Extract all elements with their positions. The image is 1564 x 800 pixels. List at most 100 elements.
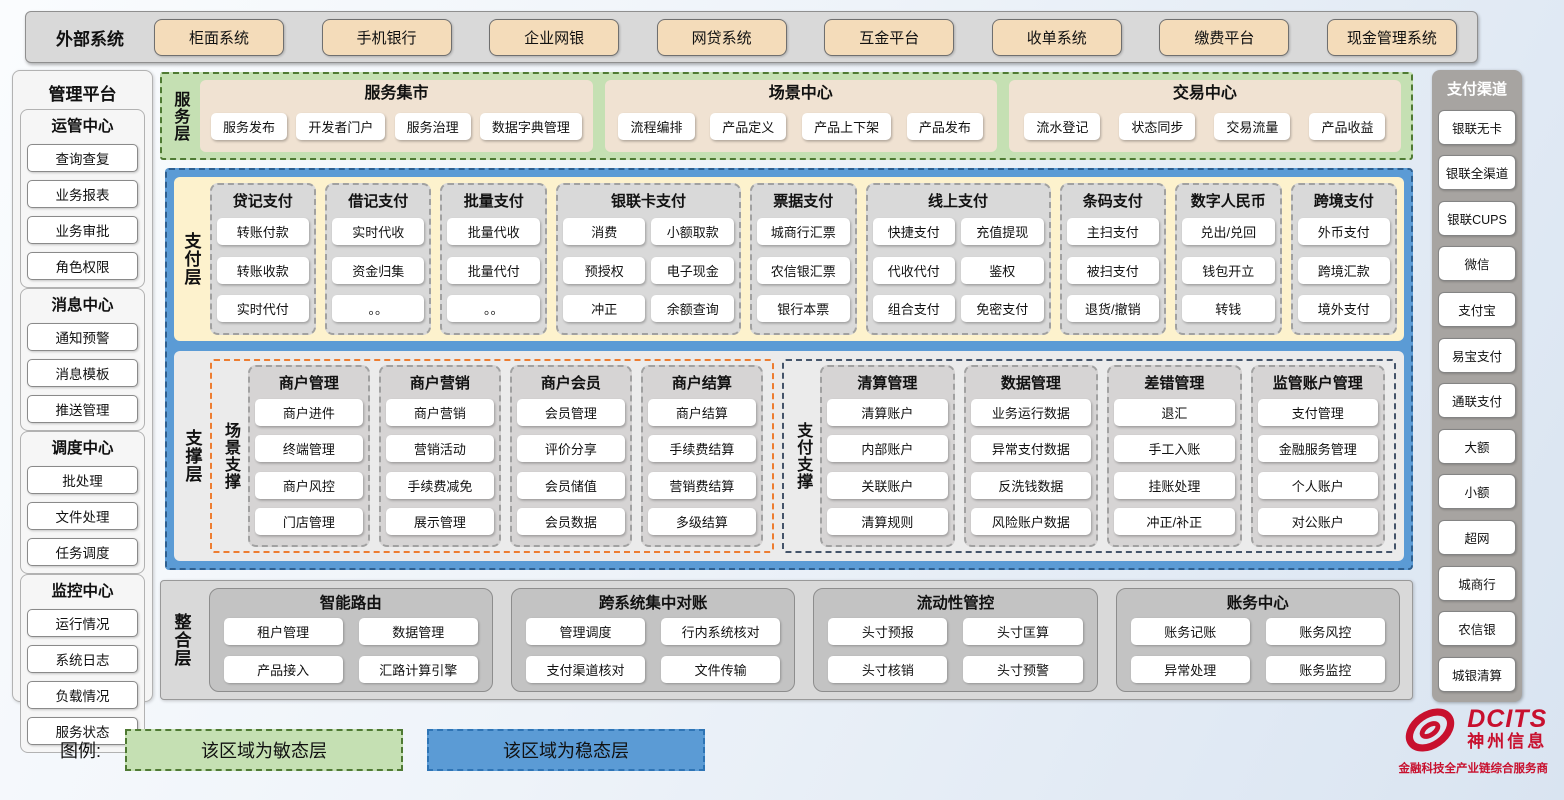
support-column-title: 差错管理 xyxy=(1114,370,1234,395)
support-item-chip: 商户营销 xyxy=(386,399,494,426)
management-group-title: 消息中心 xyxy=(27,293,138,315)
payment-channel-chip: 微信 xyxy=(1438,246,1516,281)
service-layer-label: 服务层 xyxy=(170,91,188,142)
payment-item-chip: 消费 xyxy=(563,218,646,245)
support-item-chip: 营销活动 xyxy=(386,435,494,462)
payment-column-items: 实时代收资金归集。。 xyxy=(332,213,424,327)
support-column-items: 商户进件终端管理商户风控门店管理 xyxy=(255,395,363,539)
service-item-chip: 产品发布 xyxy=(907,113,983,140)
management-item-chip: 查询查复 xyxy=(27,144,138,172)
payment-item-chip: 钱包开立 xyxy=(1182,257,1274,284)
stable-region: 支付层 贷记支付转账付款转账收款实时代付借记支付实时代收资金归集。。批量支付批量… xyxy=(165,168,1413,570)
integration-item-chip: 账务监控 xyxy=(1266,656,1385,683)
service-group: 交易中心流水登记状态同步交易流量产品收益 xyxy=(1009,80,1401,152)
support-column-title: 商户会员 xyxy=(517,370,625,395)
legend-label: 图例: xyxy=(60,737,101,763)
support-column-title: 监管账户管理 xyxy=(1258,370,1378,395)
management-item-chip: 任务调度 xyxy=(27,538,138,566)
payment-channel-chip: 小额 xyxy=(1438,474,1516,509)
support-group: 支付支撑清算管理清算账户内部账户关联账户清算规则数据管理业务运行数据异常支付数据… xyxy=(782,359,1396,553)
payment-item-chip: 免密支付 xyxy=(961,295,1044,322)
payment-column-items: 消费小额取款预授权电子现金冲正余额查询 xyxy=(563,213,734,327)
integration-group: 跨系统集中对账管理调度行内系统核对支付渠道核对文件传输 xyxy=(511,588,795,692)
dcits-swoosh-icon xyxy=(1399,703,1461,757)
payment-item-chip: 余额查询 xyxy=(651,295,734,322)
external-system-chip: 收单系统 xyxy=(992,19,1122,56)
support-column: 商户管理商户进件终端管理商户风控门店管理 xyxy=(248,365,370,547)
service-item-chip: 服务发布 xyxy=(211,113,287,140)
service-group-items: 流水登记状态同步交易流量产品收益 xyxy=(1019,106,1391,146)
management-item-chip: 负载情况 xyxy=(27,681,138,709)
integration-group-items: 账务记账账务风控异常处理账务监控 xyxy=(1131,616,1385,685)
management-group-title: 运管中心 xyxy=(27,114,138,136)
payment-column-items: 兑出/兑回钱包开立转钱 xyxy=(1182,213,1274,327)
external-system-chip: 缴费平台 xyxy=(1159,19,1289,56)
service-item-chip: 状态同步 xyxy=(1119,113,1195,140)
management-group: 消息中心通知预警消息模板推送管理 xyxy=(20,288,145,431)
support-item-chip: 关联账户 xyxy=(827,472,947,499)
payment-item-chip: 外币支付 xyxy=(1298,218,1390,245)
external-systems-items: 柜面系统手机银行企业网银网贷系统互金平台收单系统缴费平台现金管理系统 xyxy=(154,19,1457,56)
payment-item-chip: 组合支付 xyxy=(873,295,956,322)
service-item-chip: 开发者门户 xyxy=(296,113,385,140)
payment-channel-chip: 超网 xyxy=(1438,520,1516,555)
payment-item-chip: 实时代收 xyxy=(332,218,424,245)
payment-item-chip: 农信银汇票 xyxy=(757,257,849,284)
legend-stable-box: 该区域为稳态层 xyxy=(427,729,705,771)
support-item-chip: 多级结算 xyxy=(648,508,756,535)
management-group: 运管中心查询查复业务报表业务审批角色权限 xyxy=(20,109,145,288)
management-item-chip: 角色权限 xyxy=(27,252,138,280)
support-item-chip: 支付管理 xyxy=(1258,399,1378,426)
payment-column-title: 数字人民币 xyxy=(1182,188,1274,213)
payment-channel-chip: 大额 xyxy=(1438,429,1516,464)
support-item-chip: 个人账户 xyxy=(1258,472,1378,499)
payment-item-chip: 实时代付 xyxy=(217,295,309,322)
management-item-chip: 推送管理 xyxy=(27,395,138,423)
support-column: 差错管理退汇手工入账挂账处理冲正/补正 xyxy=(1107,365,1241,547)
external-system-chip: 柜面系统 xyxy=(154,19,284,56)
payment-item-chip: 充值提现 xyxy=(961,218,1044,245)
integration-group-items: 租户管理数据管理产品接入汇路计算引擎 xyxy=(224,616,478,685)
payment-column: 贷记支付转账付款转账收款实时代付 xyxy=(210,183,316,335)
payment-item-chip: 小额取款 xyxy=(651,218,734,245)
payment-channel-chip: 城商行 xyxy=(1438,566,1516,601)
support-column-title: 商户营销 xyxy=(386,370,494,395)
integration-item-chip: 产品接入 xyxy=(224,656,343,683)
external-system-chip: 网贷系统 xyxy=(657,19,787,56)
support-item-chip: 商户进件 xyxy=(255,399,363,426)
payment-column: 线上支付快捷支付充值提现代收代付鉴权组合支付免密支付 xyxy=(866,183,1051,335)
support-item-chip: 手续费减免 xyxy=(386,472,494,499)
payment-item-chip: 冲正 xyxy=(563,295,646,322)
payment-item-chip: 转账收款 xyxy=(217,257,309,284)
service-item-chip: 流程编排 xyxy=(618,113,694,140)
support-item-chip: 商户结算 xyxy=(648,399,756,426)
dcits-name: 神州信息 xyxy=(1467,732,1547,752)
support-column: 监管账户管理支付管理金融服务管理个人账户对公账户 xyxy=(1251,365,1385,547)
support-item-chip: 业务运行数据 xyxy=(971,399,1091,426)
payment-channel-chip: 农信银 xyxy=(1438,611,1516,646)
payment-column-title: 条码支付 xyxy=(1067,188,1159,213)
support-item-chip: 冲正/补正 xyxy=(1114,508,1234,535)
payment-column-title: 银联卡支付 xyxy=(563,188,734,213)
support-item-chip: 手续费结算 xyxy=(648,435,756,462)
support-group-label: 场景支撑 xyxy=(221,422,239,490)
integration-item-chip: 账务记账 xyxy=(1131,618,1250,645)
integration-item-chip: 头寸预报 xyxy=(828,618,947,645)
payment-item-chip: 代收代付 xyxy=(873,257,956,284)
service-group: 场景中心流程编排产品定义产品上下架产品发布 xyxy=(605,80,997,152)
support-item-chip: 门店管理 xyxy=(255,508,363,535)
integration-group-items: 管理调度行内系统核对支付渠道核对文件传输 xyxy=(526,616,780,685)
payment-column: 跨境支付外币支付跨境汇款境外支付 xyxy=(1291,183,1397,335)
payment-column: 条码支付主扫支付被扫支付退货/撤销 xyxy=(1060,183,1166,335)
payment-item-chip: 被扫支付 xyxy=(1067,257,1159,284)
payment-column-items: 城商行汇票农信银汇票银行本票 xyxy=(757,213,849,327)
payment-column: 数字人民币兑出/兑回钱包开立转钱 xyxy=(1175,183,1281,335)
payment-channel-chip: 通联支付 xyxy=(1438,383,1516,418)
support-item-chip: 挂账处理 xyxy=(1114,472,1234,499)
support-group-label: 支付支撑 xyxy=(793,422,811,490)
integration-group-items: 头寸预报头寸匡算头寸核销头寸预警 xyxy=(828,616,1082,685)
support-column: 数据管理业务运行数据异常支付数据反洗钱数据风险账户数据 xyxy=(964,365,1098,547)
service-item-chip: 流水登记 xyxy=(1024,113,1100,140)
management-group-title: 调度中心 xyxy=(27,436,138,458)
service-group-title: 场景中心 xyxy=(615,82,987,106)
